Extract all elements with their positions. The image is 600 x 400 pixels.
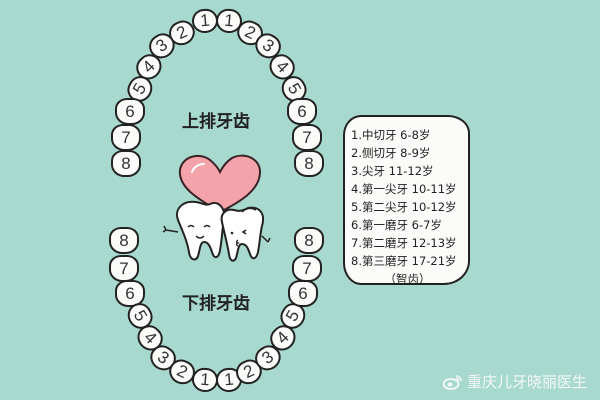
upper-left-tooth-1: 1	[191, 7, 219, 35]
lower-right-tooth-7: 7	[292, 255, 322, 282]
legend-note: （智齿）	[384, 272, 431, 286]
legend-item-2: 2.侧切牙 8-9岁	[351, 146, 431, 160]
upper-right-tooth-8: 8	[294, 150, 324, 177]
lower-left-tooth-7: 7	[109, 255, 139, 282]
legend-item-8: 8.第三磨牙 17-21岁	[351, 254, 457, 268]
legend-item-7: 7.第二磨牙 12-13岁	[351, 236, 457, 250]
upper-left-tooth-8: 8	[111, 150, 141, 177]
upper-left-tooth-6: 6	[115, 98, 145, 125]
legend-item-3: 3.尖牙 11-12岁	[351, 164, 434, 178]
upper-right-tooth-6: 6	[287, 98, 317, 125]
happy-tooth-icon	[176, 200, 226, 261]
lower-right-tooth-8: 8	[294, 227, 324, 254]
tooth-eruption-legend: 1.中切牙 6-8岁 2.侧切牙 8-9岁 3.尖牙 11-12岁 4.第一尖牙…	[343, 115, 470, 286]
watermark: 重庆儿牙晓丽医生	[443, 371, 587, 392]
heart-icon	[178, 154, 262, 214]
kissing-tooth-icon	[220, 206, 264, 262]
legend-item-4: 4.第一尖牙 10-11岁	[351, 182, 457, 196]
upper-right-tooth-7: 7	[292, 124, 322, 151]
legend-item-1: 1.中切牙 6-8岁	[351, 128, 431, 142]
lower-right-tooth-6: 6	[288, 280, 318, 307]
lower-left-tooth-1: 1	[191, 366, 219, 394]
lower-left-tooth-8: 8	[109, 227, 139, 254]
weibo-icon	[443, 374, 462, 390]
lower-teeth-label: 下排牙齿	[182, 294, 250, 314]
legend-item-5: 5.第二尖牙 10-12岁	[351, 200, 457, 214]
upper-teeth-label: 上排牙齿	[182, 112, 250, 132]
watermark-text: 重庆儿牙晓丽医生	[467, 373, 588, 391]
tooth-couple-heart-illustration	[162, 154, 271, 262]
upper-left-tooth-7: 7	[111, 124, 141, 151]
legend-item-6: 6.第一磨牙 6-7岁	[351, 218, 442, 232]
